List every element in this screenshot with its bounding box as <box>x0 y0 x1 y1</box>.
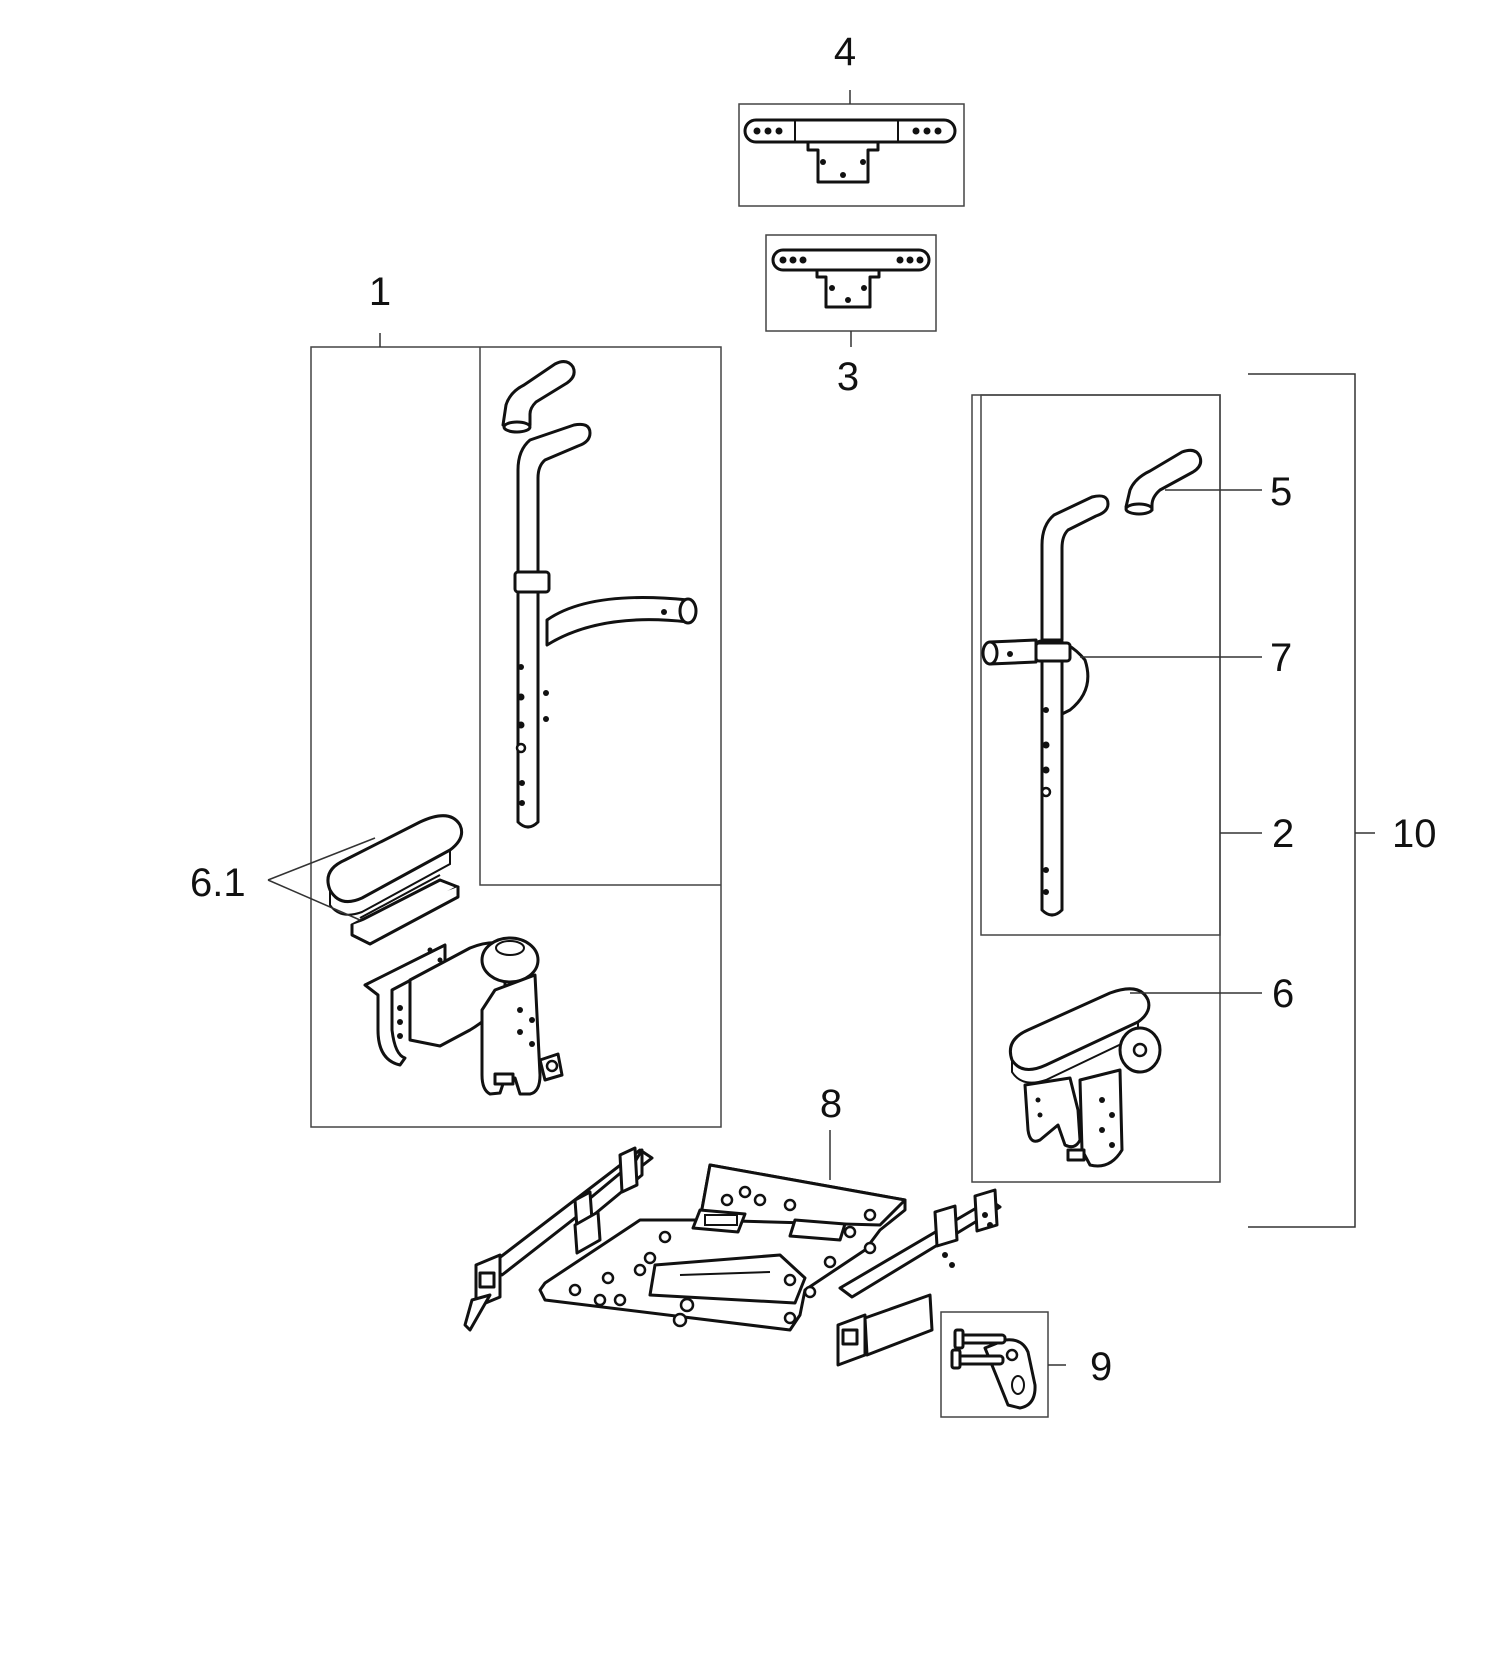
callout-7: 7 <box>1270 636 1292 680</box>
callout-5: 5 <box>1270 470 1292 514</box>
callout-2: 2 <box>1272 812 1294 856</box>
part-4-back-bar-wide <box>738 90 965 207</box>
callout-3: 3 <box>837 355 859 399</box>
leader-item-6-1-rail <box>267 879 361 921</box>
callout-9: 9 <box>1090 1345 1112 1389</box>
bracket-item-10 <box>1248 373 1356 1228</box>
callout-1: 1 <box>369 270 391 314</box>
armrest-upright-tube-right <box>1040 494 1110 642</box>
callout-6: 6 <box>1272 972 1294 1016</box>
part-8-seat-mounting-frame <box>463 1130 1002 1367</box>
assembly-10-right-armrest <box>971 373 1375 1228</box>
callout-10: 10 <box>1392 812 1437 856</box>
armrest-pad-right <box>1008 987 1151 1071</box>
frame-item-4 <box>738 103 965 207</box>
handle-grip-left <box>501 360 576 427</box>
frame-item-1-inner <box>479 347 721 886</box>
handle-grip-right <box>1124 448 1203 512</box>
frame-item-2 <box>980 394 1221 936</box>
leader-item-6-1-pad <box>267 837 376 881</box>
callout-6-1: 6.1 <box>190 861 246 905</box>
assembly-1-left-armrest <box>310 333 722 1128</box>
part-3-back-bar-narrow <box>765 234 937 347</box>
part-9-bolt-kit <box>940 1311 1066 1418</box>
frame-item-1 <box>310 346 722 1128</box>
callout-4: 4 <box>834 30 856 74</box>
armrest-upright-tube-left <box>516 422 592 577</box>
callout-8: 8 <box>820 1082 842 1126</box>
armrest-pad-left <box>326 814 464 904</box>
armrest-receiver-left <box>363 943 447 1067</box>
